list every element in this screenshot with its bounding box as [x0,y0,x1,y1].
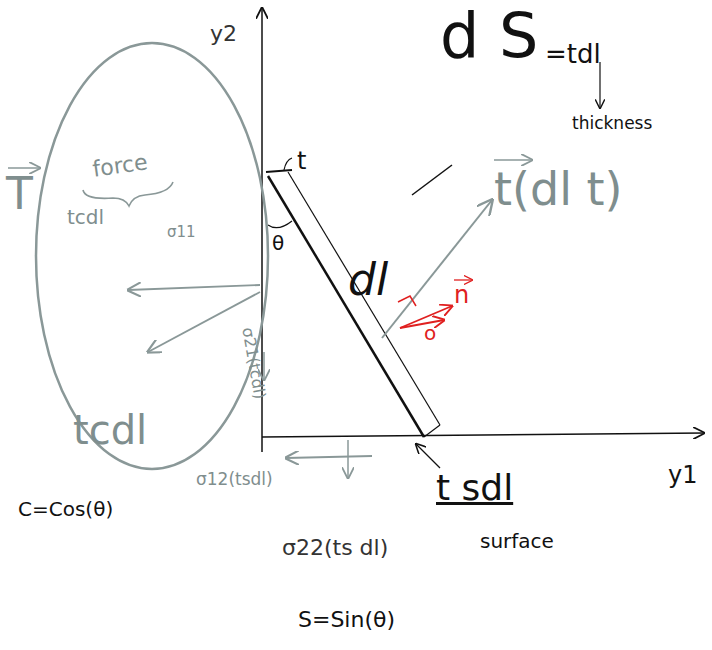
surface-pointer [416,444,440,468]
y1-axis [262,433,704,437]
stroke-mark [412,165,452,195]
annotation-label: t sdl [436,468,513,508]
element-corner [424,425,440,437]
annotation-label: y1 [668,462,697,488]
annotation-label: thickness [572,114,652,133]
vector-bar [494,159,532,161]
annotation-label: y2 [210,22,237,46]
angle-arc [268,221,292,228]
vector-bar [8,167,40,169]
element-top [266,170,292,172]
node-text: tcdl [73,408,147,452]
element-face [288,172,440,425]
brace [83,182,173,206]
annotation-label: d S [440,2,538,70]
right-angle-mark [398,296,416,306]
annotation-label: θ [272,232,284,254]
traction-vector [382,200,492,338]
annotation-label: σ22(ts dl) [282,536,388,560]
force-arrow [128,285,260,290]
force-arrow [286,456,372,458]
annotation-label: n [454,282,469,308]
element-face [268,176,424,437]
annotation-label: S=Sin(θ) [298,608,395,632]
force-arrow [347,440,349,478]
annotation-label: dl [348,256,388,304]
annotation-label: surface [480,530,554,552]
annotation-label: T [6,170,33,218]
ellipse-outline [33,40,271,472]
annotation-label: σ12(tsdl) [196,470,273,489]
annotation-label: t(dl t) [494,164,623,215]
annotation-label: o [424,322,436,344]
node-text: σ11 [167,224,196,241]
annotation-label: =tdl [545,40,601,69]
node-text: force [91,150,149,182]
enclosing-ellipse: force tcdl σ11 tcdl [33,40,271,472]
ellipse-outline [36,43,268,469]
tangent-vector [400,320,444,328]
thickness-mark [284,158,292,170]
node-text: tcdl [67,206,104,228]
annotation-label: C=Cos(θ) [18,498,113,520]
vector-bar [454,279,472,280]
annotation-label: t [297,148,306,174]
thickness-pointer [599,62,600,108]
